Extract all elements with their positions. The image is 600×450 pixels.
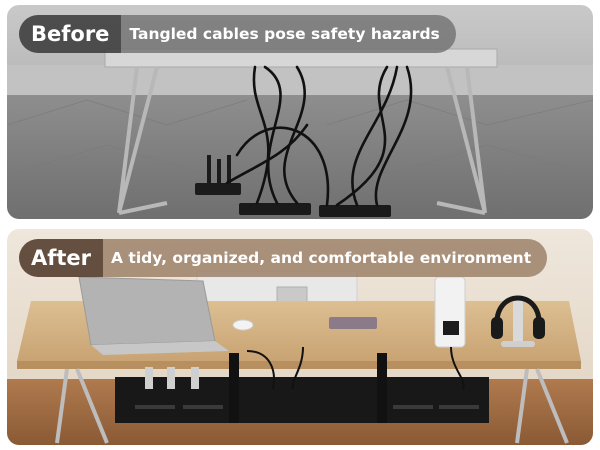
- before-panel: Before Tangled cables pose safety hazard…: [7, 5, 593, 219]
- before-tag: Before: [19, 15, 122, 53]
- after-tag: After: [19, 239, 104, 277]
- after-caption: A tidy, organized, and comfortable envir…: [103, 239, 548, 277]
- after-photo: [7, 229, 593, 445]
- before-label: Before Tangled cables pose safety hazard…: [19, 15, 456, 53]
- after-label: After A tidy, organized, and comfortable…: [19, 239, 548, 277]
- after-panel: After A tidy, organized, and comfortable…: [7, 229, 593, 445]
- before-caption: Tangled cables pose safety hazards: [121, 15, 456, 53]
